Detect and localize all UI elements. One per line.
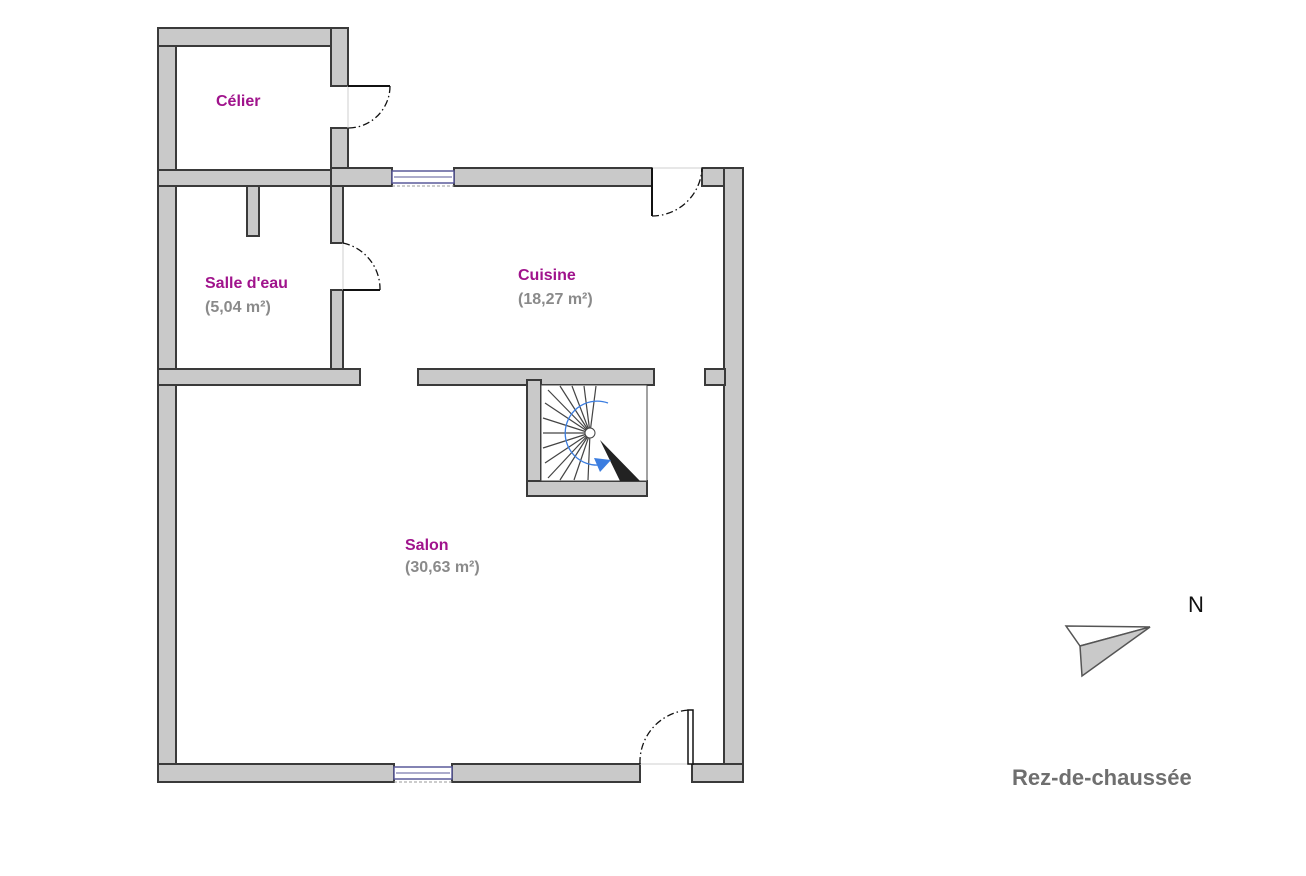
stair-newel [584,427,596,439]
door-celier [347,85,391,129]
stair-step-line [573,432,591,481]
stair-step-line [547,389,591,434]
room-area-salle-deau: (5,04 m²) [205,299,271,316]
wall-stub-salle [246,185,260,237]
doors [342,85,703,765]
wall-kitchen-top-right [453,167,653,187]
stair-step-line [571,385,591,434]
wall-celier-right-upper [330,27,349,87]
wall-right-stub [704,368,726,386]
door-salon-leaf [687,709,694,765]
door-kitchen-exterior [651,167,703,217]
wall-salle-right-upper [330,185,344,244]
stair-step-line [544,402,591,434]
room-name-salon: Salon [405,537,449,554]
stair-direction-arc [564,400,609,466]
wall-stair-bottom [526,480,648,497]
wall-bottom-middle [451,763,641,783]
wall-bottom-left [157,763,395,783]
wall-salle-bottom [157,368,361,386]
wall-stair-left [526,379,542,497]
walls [157,27,744,783]
wall-salle-right-lower [330,289,344,371]
room-name-celier: Célier [216,93,260,110]
compass-north-label: N [1188,592,1204,617]
room-name-cuisine: Cuisine [518,267,576,284]
wall-celier-bottom [157,169,349,187]
stair-step-line [589,385,597,434]
door-salon-entrance [639,709,694,765]
room-area-cuisine: (18,27 m²) [518,291,593,308]
stair-step-line [583,385,591,434]
stair-step-line [544,432,591,464]
windows [391,170,455,783]
stair-step-line [547,432,591,479]
wall-bottom-right [691,763,744,783]
compass-icon [1064,625,1151,678]
room-area-salon: (30,63 m²) [405,559,480,576]
room-labels: Célier Salle d'eau (5,04 m²) Cuisine (18… [205,93,593,576]
door-salle-deau [342,242,381,291]
wall-outer-right [723,167,744,783]
staircase [540,384,648,482]
wall-celier-top [157,27,349,47]
wall-kitchen-top-left [330,167,393,187]
stair-direction-arrow [594,458,611,472]
stair-landing [600,440,640,481]
room-name-salle-deau: Salle d'eau [205,275,288,292]
floor-level-label: Rez-de-chaussée [1012,765,1192,790]
compass-needle-dark [1079,626,1151,678]
wall-outer-left [157,27,177,783]
stair-step-line [587,432,591,481]
